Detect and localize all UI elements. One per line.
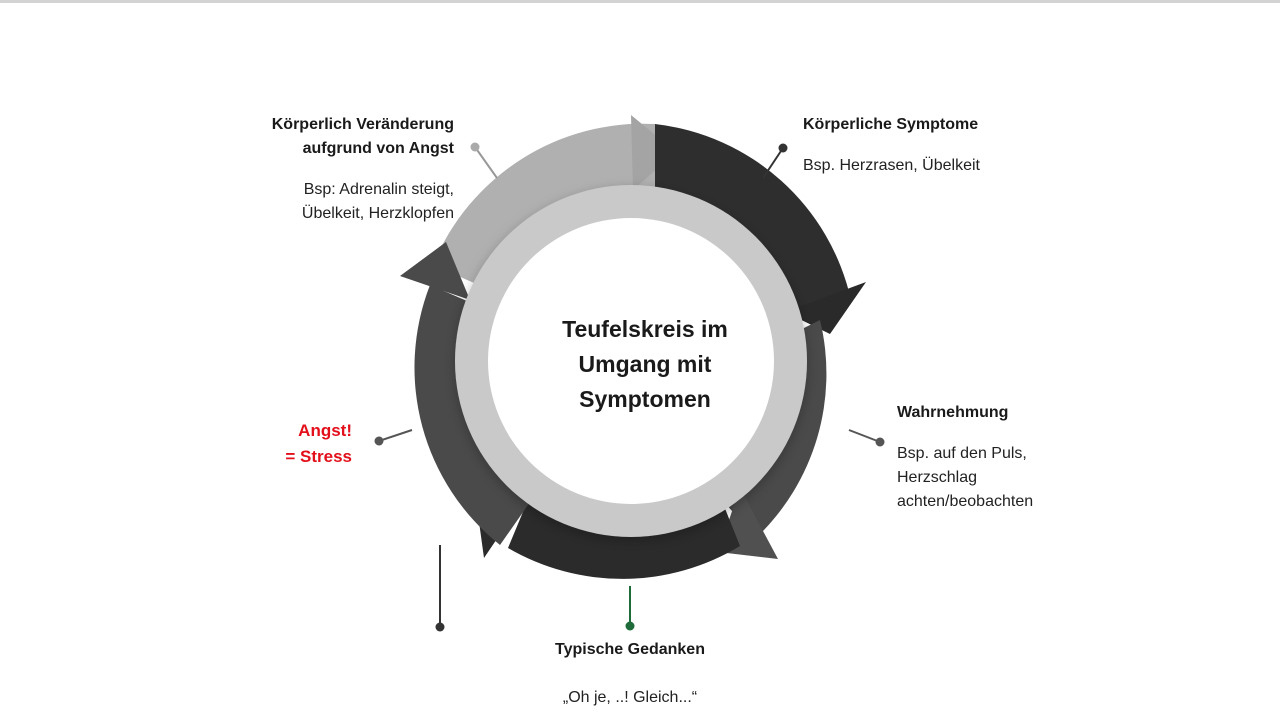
node-right-title: Wahrnehmung <box>897 404 1009 421</box>
node-top-left-title-line2: aufgrund von Angst <box>302 140 454 157</box>
node-top-right-desc: Bsp. Herzrasen, Übelkeit <box>803 157 980 174</box>
node-bottom-title: Typische Gedanken <box>555 641 705 658</box>
connector-top-right <box>762 143 788 179</box>
connector-bottom <box>625 586 635 631</box>
node-top-left: Körperlich Veränderung aufgrund von Angs… <box>214 113 454 226</box>
ring-segment-top-right <box>655 124 851 318</box>
node-right: Wahrnehmung Bsp. auf den Puls, Herzschla… <box>897 401 1117 514</box>
alert-line1: Angst! <box>298 421 352 440</box>
ring-segment-top-left <box>433 123 655 290</box>
node-right-desc-line1: Bsp. auf den Puls, <box>897 445 1027 462</box>
connector-standalone <box>435 545 445 632</box>
arrow-head-top <box>631 115 676 190</box>
arrow-head-right-upper <box>785 282 866 334</box>
connector-left <box>374 429 413 446</box>
arrow-head-left <box>400 242 470 300</box>
node-top-right-title: Körperliche Symptome <box>803 116 979 133</box>
diagram-center-title: Teufelskreis im Umgang mit Symptomen <box>520 312 770 417</box>
center-title-line2: Umgang mit <box>578 351 712 377</box>
node-right-desc-line2: Herzschlag <box>897 469 978 486</box>
node-bottom-desc: „Oh je, ..! Gleich...“ <box>562 689 698 706</box>
top-rule <box>0 0 1280 3</box>
node-bottom: Typische Gedanken „Oh je, ..! Gleich...“ <box>520 638 740 710</box>
node-left-alert: Angst! = Stress <box>232 418 352 470</box>
alert-line2: = Stress <box>285 447 352 466</box>
center-title-line3: Symptomen <box>579 386 711 412</box>
node-top-left-desc-line2: Übelkeit, Herzklopfen <box>301 205 454 222</box>
node-top-left-title-line1: Körperlich Veränderung <box>271 116 454 133</box>
center-disc <box>488 218 774 504</box>
node-top-right: Körperliche Symptome Bsp. Herzrasen, Übe… <box>803 113 1063 178</box>
connector-right <box>848 429 885 447</box>
center-title-line1: Teufelskreis im <box>562 316 728 342</box>
node-right-desc-line3: achten/beobachten <box>897 493 1034 510</box>
connector-top-left <box>470 142 498 179</box>
node-top-left-desc-line1: Bsp: Adrenalin steigt, <box>303 181 454 198</box>
